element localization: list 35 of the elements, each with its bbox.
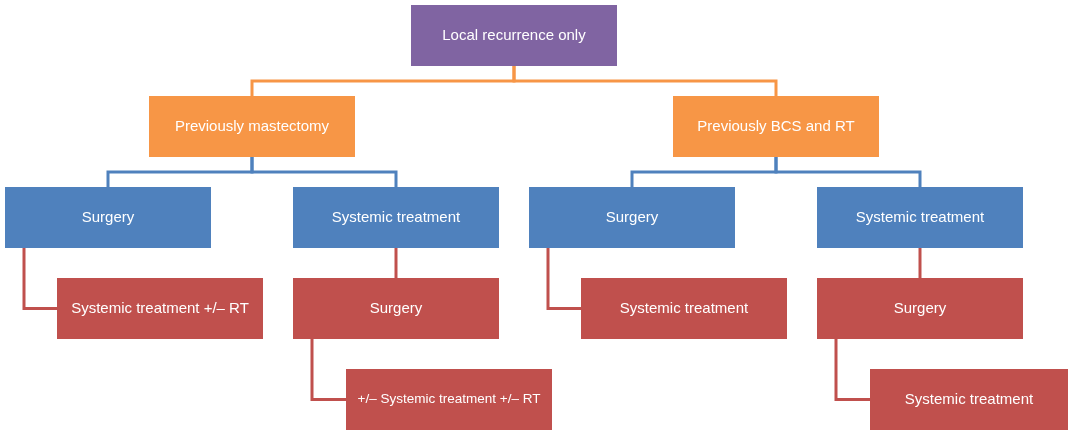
- process-box: [673, 96, 879, 157]
- connector-line: [512, 66, 778, 96]
- box-label: Previously BCS and RT: [697, 117, 855, 136]
- process-box: [149, 96, 355, 157]
- process-box: [817, 278, 1023, 339]
- process-box: [411, 5, 617, 66]
- box-label: Systemic treatment +/– RT: [71, 299, 249, 318]
- box-label: +/– Systemic treatment +/– RT: [357, 391, 541, 408]
- process-box: [5, 187, 211, 248]
- connector-line: [918, 248, 922, 278]
- process-box: [817, 187, 1023, 248]
- box-label: Local recurrence only: [442, 26, 586, 45]
- box-label: Systemic treatment: [619, 299, 749, 318]
- box-label: Surgery: [605, 208, 659, 227]
- process-box: [293, 187, 499, 248]
- box-label: Systemic treatment: [331, 208, 461, 227]
- process-box: [293, 278, 499, 339]
- connector-line: [546, 248, 581, 310]
- process-box: [870, 369, 1068, 430]
- process-box: [57, 278, 263, 339]
- connector-line: [774, 157, 922, 187]
- box-label: Surgery: [893, 299, 947, 318]
- connector-line: [310, 339, 346, 401]
- connector-line: [250, 157, 398, 187]
- box-label: Surgery: [81, 208, 135, 227]
- connector-line: [394, 248, 398, 278]
- box-label: Previously mastectomy: [174, 117, 330, 136]
- connector-line: [22, 248, 57, 310]
- box-label: Systemic treatment: [904, 390, 1034, 409]
- process-box: [581, 278, 787, 339]
- box-label: Systemic treatment: [855, 208, 985, 227]
- process-box: [529, 187, 735, 248]
- box-label: Surgery: [369, 299, 423, 318]
- process-box: [346, 369, 552, 430]
- connector-line: [834, 339, 870, 401]
